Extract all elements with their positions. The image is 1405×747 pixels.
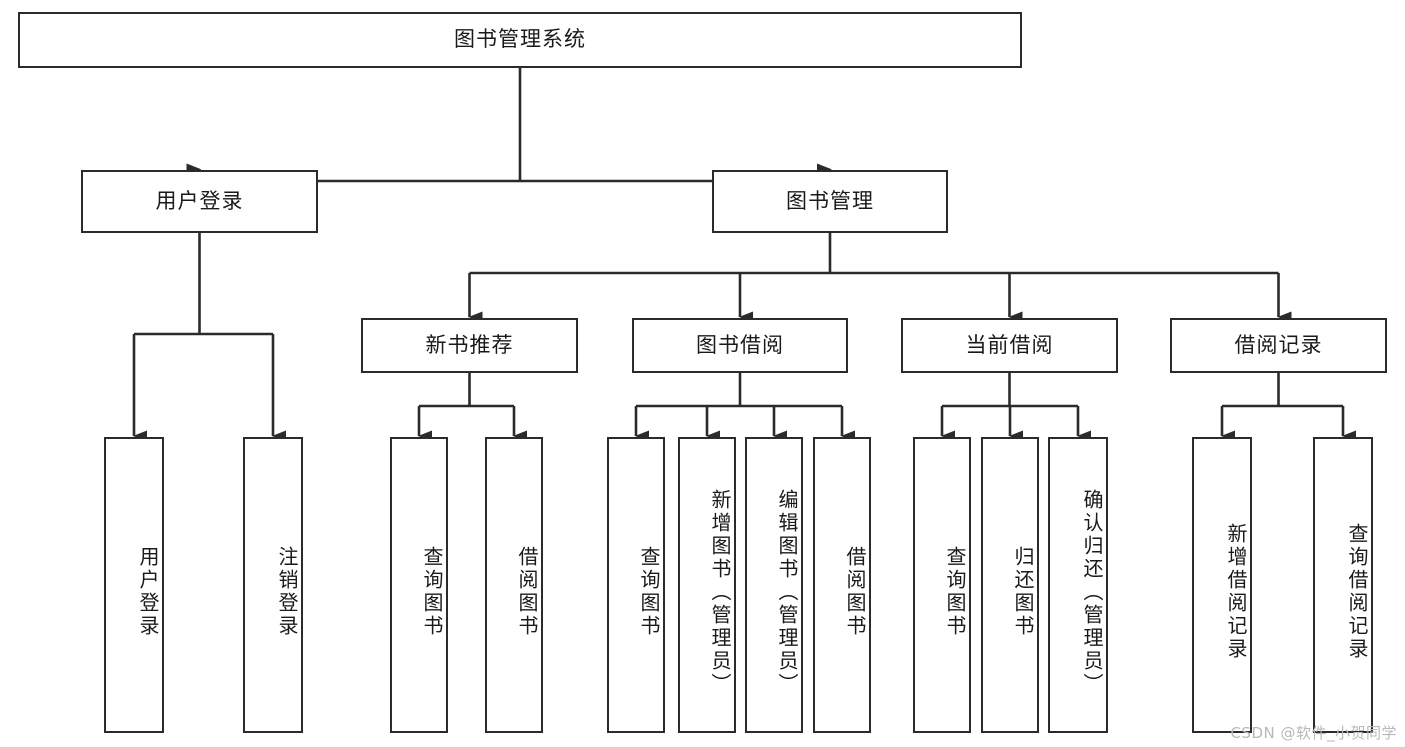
node-label: 查询借阅记录 [1345, 523, 1369, 661]
node-label: 新增图书（管理员） [708, 488, 732, 696]
node-leaf-query-book-2: 查询图书 [607, 437, 665, 733]
node-label: 查询图书 [637, 546, 661, 638]
node-label: 新增借阅记录 [1224, 523, 1248, 661]
node-label: 查询图书 [943, 546, 967, 638]
node-current-borrow: 当前借阅 [901, 318, 1118, 373]
node-label: 图书管理系统 [454, 27, 586, 52]
node-leaf-borrow-book-1: 借阅图书 [485, 437, 543, 733]
node-label: 编辑图书（管理员） [775, 488, 799, 696]
node-label: 新书推荐 [425, 332, 514, 357]
node-book-borrow: 图书借阅 [632, 318, 848, 373]
node-leaf-add-book: 新增图书（管理员） [678, 437, 736, 733]
node-label: 用户登录 [136, 546, 160, 638]
node-leaf-query-record: 查询借阅记录 [1313, 437, 1373, 733]
node-book-manage: 图书管理 [712, 170, 948, 233]
node-label: 注销登录 [275, 546, 299, 638]
csdn-watermark: CSDN @软件_小贺同学 [1230, 724, 1397, 742]
node-label: 归还图书 [1011, 546, 1035, 638]
node-leaf-add-record: 新增借阅记录 [1192, 437, 1252, 733]
node-leaf-edit-book: 编辑图书（管理员） [745, 437, 803, 733]
node-label: 当前借阅 [965, 332, 1054, 357]
node-label: 图书借阅 [696, 332, 784, 357]
node-leaf-user-login: 用户登录 [104, 437, 164, 733]
node-leaf-query-book-1: 查询图书 [390, 437, 448, 733]
node-label: 查询图书 [420, 546, 444, 638]
node-root: 图书管理系统 [18, 12, 1022, 68]
node-label: 确认归还（管理员） [1080, 488, 1104, 696]
node-user-login: 用户登录 [81, 170, 318, 233]
node-leaf-return-book: 归还图书 [981, 437, 1039, 733]
node-label: 借阅记录 [1234, 332, 1323, 357]
node-leaf-confirm-return: 确认归还（管理员） [1048, 437, 1108, 733]
node-borrow-record: 借阅记录 [1170, 318, 1387, 373]
node-label: 借阅图书 [843, 546, 867, 638]
node-label: 用户登录 [155, 188, 244, 213]
node-label: 借阅图书 [515, 546, 539, 638]
node-new-book-rec: 新书推荐 [361, 318, 578, 373]
node-leaf-logout: 注销登录 [243, 437, 303, 733]
node-leaf-borrow-book-2: 借阅图书 [813, 437, 871, 733]
node-label: 图书管理 [786, 188, 874, 213]
node-leaf-query-book-3: 查询图书 [913, 437, 971, 733]
